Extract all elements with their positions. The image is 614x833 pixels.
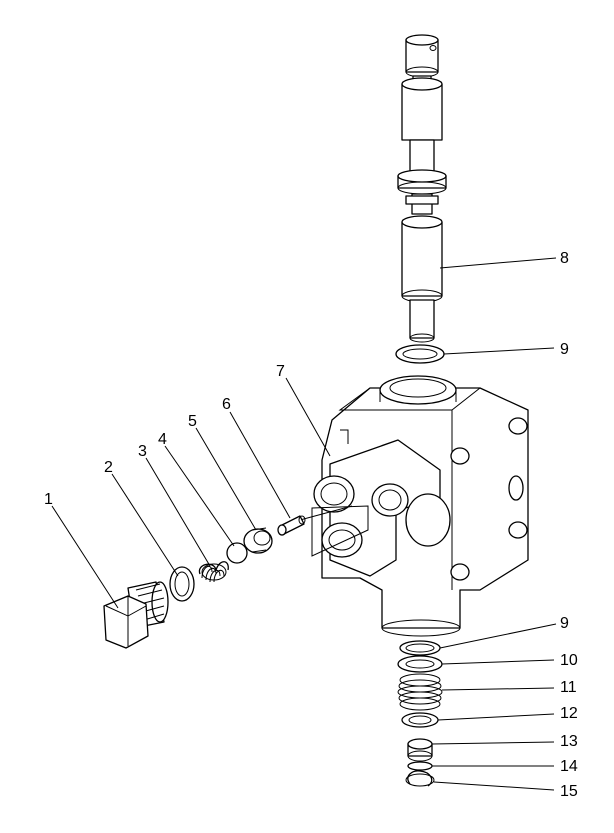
callout-13: 13 (560, 733, 578, 750)
callout-15: 15 (560, 783, 578, 800)
callout-9-bottom: 9 (560, 615, 569, 632)
callout-8: 8 (560, 250, 569, 267)
callout-4: 4 (158, 431, 167, 448)
ball-part-4 (226, 542, 248, 564)
leader-lines (51, 257, 557, 791)
explosion-guide-lines (299, 505, 369, 557)
o-ring-part-2 (169, 566, 195, 602)
seat-part-5 (243, 527, 273, 554)
washer-part-14 (407, 761, 433, 771)
callout-6: 6 (222, 396, 231, 413)
callout-14: 14 (560, 758, 578, 775)
collar-part-13 (407, 738, 433, 762)
washer-part-12 (401, 712, 439, 728)
callout-1: 1 (44, 491, 53, 508)
callout-2: 2 (104, 459, 113, 476)
pin-part-6 (277, 515, 306, 536)
callout-9-top: 9 (560, 341, 569, 358)
callout-7: 7 (276, 363, 285, 380)
o-ring-part-9-top (395, 344, 445, 364)
callout-labels: 1 2 3 4 5 6 7 8 9 9 10 11 12 13 14 15 (44, 250, 578, 800)
spring-part-3 (198, 561, 229, 583)
spool-part-8 (397, 34, 447, 343)
snap-ring-part-15 (405, 770, 435, 787)
callout-10: 10 (560, 652, 578, 669)
callout-5: 5 (188, 413, 197, 430)
spring-part-11 (397, 673, 443, 711)
valve-body-part-7 (313, 375, 529, 637)
plug-part-1 (103, 581, 169, 649)
callout-12: 12 (560, 705, 578, 722)
washer-part-10 (397, 655, 443, 673)
callout-3: 3 (138, 443, 147, 460)
o-ring-part-9-bottom (399, 640, 441, 656)
callout-11: 11 (560, 679, 577, 696)
